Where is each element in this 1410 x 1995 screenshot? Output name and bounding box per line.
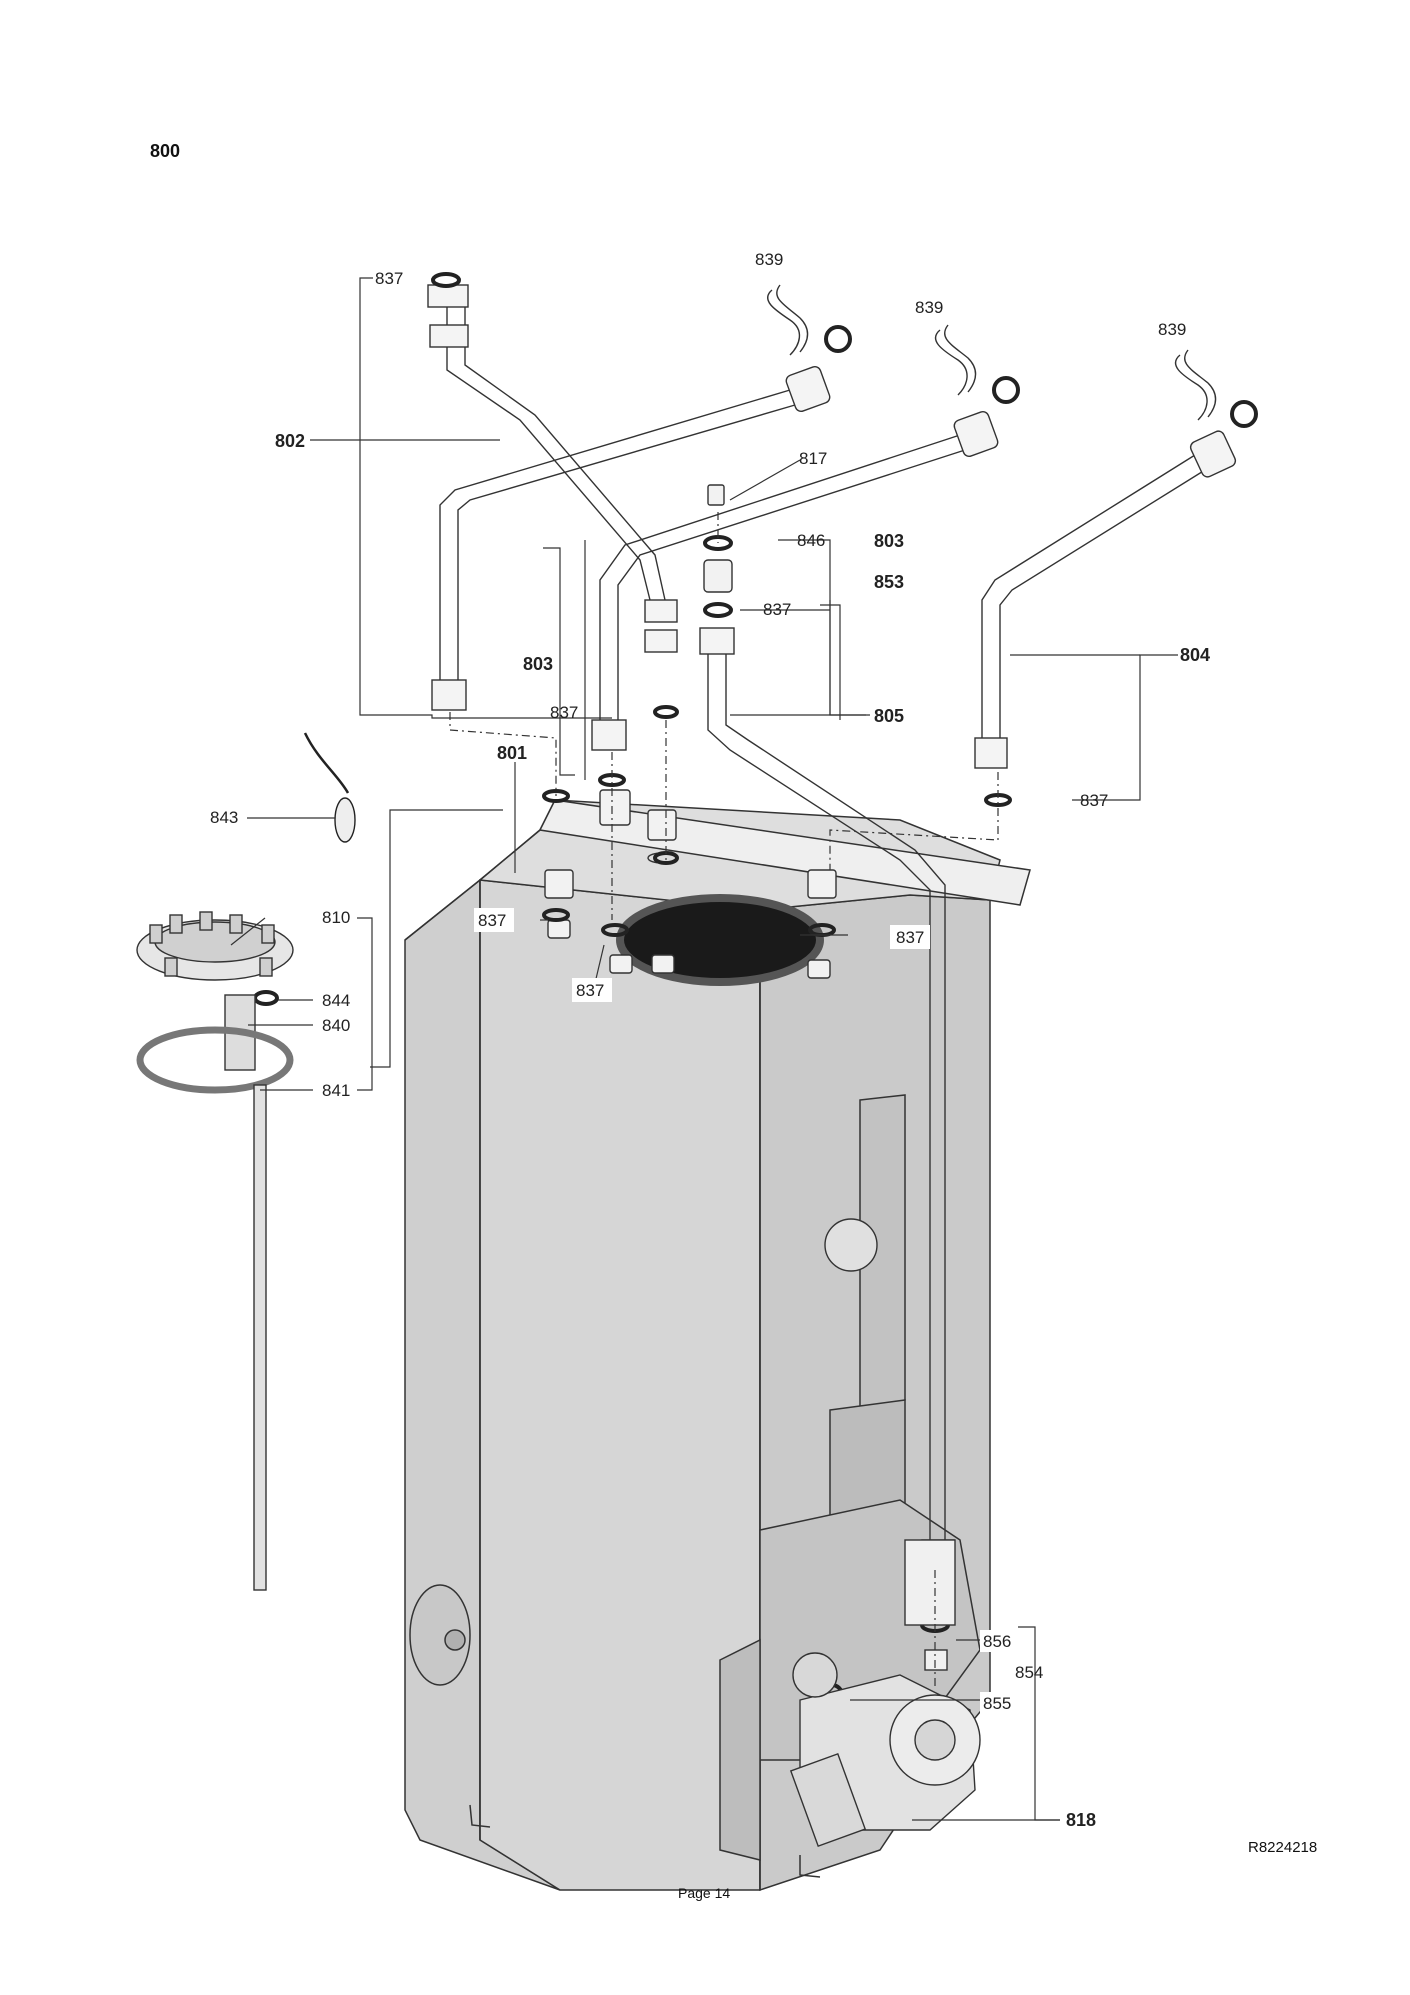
label-846: 846 (797, 531, 825, 550)
label-810: 810 (322, 908, 350, 927)
sensor-843 (303, 732, 356, 843)
label-817: 817 (799, 449, 827, 468)
pipe-802 (427, 284, 678, 653)
label-805: 805 (874, 706, 904, 726)
drawing-reference: R8224218 (1248, 1839, 1318, 1856)
callout-labels: 837 839 839 839 802 817 846 803 853 837 … (210, 250, 1210, 1830)
leader-lines (230, 277, 1178, 1821)
label-840: 840 (322, 1016, 350, 1035)
label-839-c: 839 (1158, 320, 1186, 339)
pipe-803-a (431, 365, 831, 711)
label-839-a: 839 (755, 250, 783, 269)
o-rings (253, 272, 1258, 1707)
label-803-right: 803 (874, 531, 904, 551)
label-853: 853 (874, 572, 904, 592)
label-843: 843 (210, 808, 238, 827)
label-837-center: 837 (550, 703, 578, 722)
pump-assembly (789, 1218, 981, 1848)
tank-top-fittings (544, 789, 837, 979)
label-837-far-right: 837 (1080, 791, 1108, 810)
page-number: Page 14 (678, 1885, 731, 1901)
label-837-mid: 837 (763, 600, 791, 619)
label-802: 802 (275, 431, 305, 451)
label-841: 841 (322, 1081, 350, 1100)
label-856: 856 (983, 1632, 1011, 1651)
section-number: 800 (150, 141, 181, 161)
label-803-left: 803 (523, 654, 553, 674)
label-855: 855 (983, 1694, 1011, 1713)
label-837-tank-left: 837 (478, 911, 506, 930)
label-837-tank-right: 837 (896, 928, 924, 947)
pipe-804 (974, 430, 1237, 769)
assembly-lines (449, 512, 999, 1690)
label-837-tank-bottom: 837 (576, 981, 604, 1000)
label-837-top: 837 (375, 269, 403, 288)
fitting-817-853 (703, 484, 733, 593)
label-801: 801 (497, 743, 527, 763)
label-804: 804 (1180, 645, 1210, 665)
label-818: 818 (1066, 1810, 1096, 1830)
label-844: 844 (322, 991, 350, 1010)
label-839-b: 839 (915, 298, 943, 317)
heating-element-assembly (136, 911, 294, 1591)
label-854: 854 (1015, 1663, 1043, 1682)
tank-top-opening (616, 894, 824, 986)
pipe-803-b (591, 410, 999, 751)
split-pins (766, 284, 1217, 421)
